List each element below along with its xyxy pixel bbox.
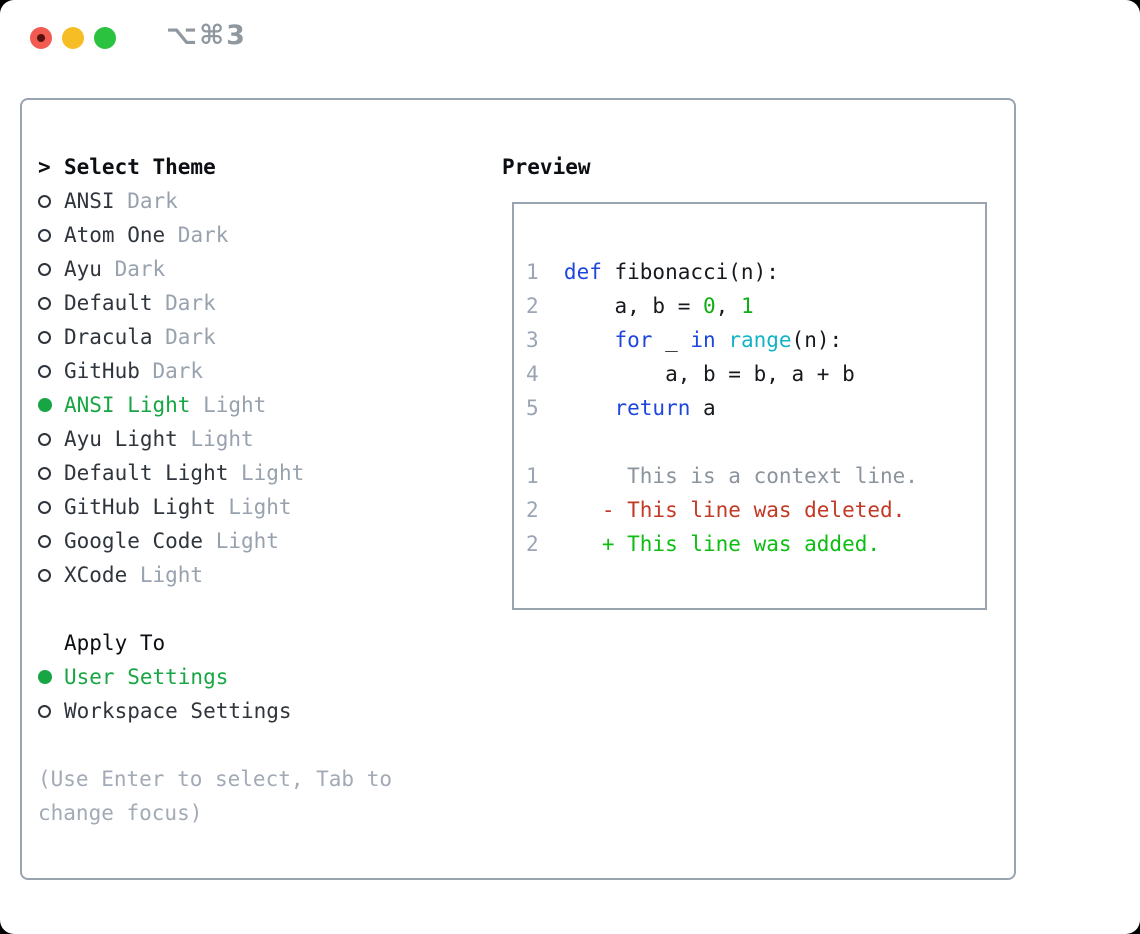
minimize-button[interactable]: [62, 27, 84, 49]
theme-option-ayu-dark[interactable]: Ayu Dark: [38, 252, 304, 286]
line-number: 1: [526, 464, 539, 488]
line-number: 4: [526, 362, 539, 386]
apply-option-workspace-settings[interactable]: Workspace Settings: [38, 694, 304, 728]
theme-list-header: > Select Theme: [38, 150, 304, 184]
theme-variant-badge: Dark: [127, 189, 178, 213]
theme-variant-badge: Light: [203, 393, 267, 417]
theme-variant-badge: Light: [139, 563, 204, 587]
radio-selected-icon: [38, 398, 52, 412]
apply-option-user-settings[interactable]: User Settings: [38, 660, 304, 694]
apply-to-header: Apply To: [38, 626, 304, 660]
radio-icon: [38, 432, 51, 446]
preview-title: Preview: [502, 155, 591, 179]
apply-to-title: Apply To: [64, 631, 166, 655]
theme-name: GitHub Light: [64, 495, 216, 519]
theme-variant-badge: Light: [241, 461, 305, 485]
line-number: 5: [526, 396, 539, 420]
radio-icon: [38, 262, 51, 276]
theme-option-atom-one-dark[interactable]: Atom One Dark: [38, 218, 304, 252]
theme-name: Ayu: [64, 257, 102, 281]
line-number: 3: [526, 328, 539, 352]
radio-icon: [38, 568, 51, 582]
theme-variant-badge: Dark: [114, 257, 166, 281]
theme-option-default-light-light[interactable]: Default Light Light: [38, 456, 304, 490]
theme-name: Atom One: [64, 223, 166, 247]
window-shortcut-label: ⌥⌘3: [166, 20, 247, 51]
theme-name: GitHub: [64, 359, 140, 383]
radio-icon: [38, 364, 51, 378]
line-number: 1: [526, 260, 539, 284]
theme-list-title: Select Theme: [64, 155, 216, 179]
theme-variant-badge: Light: [215, 529, 279, 553]
hint-text: (Use Enter to select, Tab to change focu…: [38, 767, 393, 825]
preview-line: 3 for _ in range(n):: [526, 323, 918, 357]
theme-name: XCode: [64, 563, 128, 587]
radio-icon: [38, 500, 51, 514]
radio-selected-icon: [38, 670, 52, 684]
theme-option-github-dark[interactable]: GitHub Dark: [38, 354, 304, 388]
theme-variant-badge: Dark: [177, 223, 229, 247]
unsaved-indicator-icon: [37, 34, 45, 42]
preview-line: 1 This is a context line.: [526, 459, 918, 493]
theme-variant-badge: Dark: [165, 325, 216, 349]
close-button[interactable]: [30, 27, 52, 49]
theme-name: ANSI Light: [64, 393, 191, 417]
preview-line: 2 - This line was deleted.: [526, 493, 918, 527]
theme-name: Google Code: [64, 529, 204, 553]
theme-name: Ayu Light: [64, 427, 178, 451]
zoom-button[interactable]: [94, 27, 116, 49]
theme-option-dracula-dark[interactable]: Dracula Dark: [38, 320, 304, 354]
line-number: 2: [526, 294, 539, 318]
theme-name: Default Light: [64, 461, 229, 485]
preview-line: 2 a, b = 0, 1: [526, 289, 918, 323]
radio-icon: [38, 330, 51, 344]
line-number: 2: [526, 532, 539, 556]
theme-variant-badge: Dark: [152, 359, 204, 383]
theme-name: ANSI: [64, 189, 115, 213]
radio-icon: [38, 194, 51, 208]
theme-variant-badge: Light: [228, 495, 292, 519]
blank-line: [526, 425, 918, 459]
radio-icon: [38, 534, 51, 548]
theme-option-ansi-light-light[interactable]: ANSI Light Light: [38, 388, 304, 422]
preview-line: 4 a, b = b, a + b: [526, 357, 918, 391]
theme-name: Dracula: [64, 325, 153, 349]
theme-option-github-light-light[interactable]: GitHub Light Light: [38, 490, 304, 524]
theme-variant-badge: Dark: [165, 291, 216, 315]
apply-option-label: User Settings: [64, 665, 229, 689]
radio-icon: [38, 466, 51, 480]
theme-name: Default: [64, 291, 153, 315]
radio-icon: [38, 228, 51, 242]
theme-option-xcode-light[interactable]: XCode Light: [38, 558, 304, 592]
selection-caret-icon: >: [38, 155, 51, 179]
radio-icon: [38, 296, 51, 310]
theme-variant-badge: Light: [190, 427, 254, 451]
preview-line: 2 + This line was added.: [526, 527, 918, 561]
radio-icon: [38, 704, 51, 718]
preview-line: 5 return a: [526, 391, 918, 425]
theme-option-ayu-light-light[interactable]: Ayu Light Light: [38, 422, 304, 456]
window-controls: [30, 27, 116, 49]
line-number: 2: [526, 498, 539, 522]
apply-option-label: Workspace Settings: [64, 699, 292, 723]
theme-option-default-dark[interactable]: Default Dark: [38, 286, 304, 320]
theme-option-google-code-light[interactable]: Google Code Light: [38, 524, 304, 558]
theme-option-ansi-dark[interactable]: ANSI Dark: [38, 184, 304, 218]
